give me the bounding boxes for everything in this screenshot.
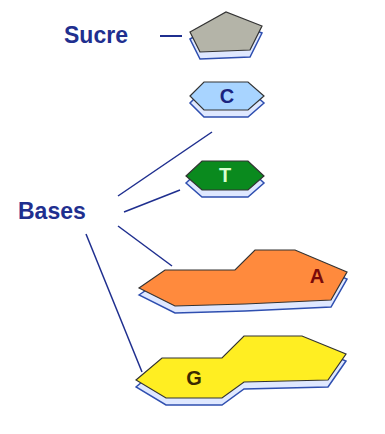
base-letter: C [220, 86, 234, 106]
leader-line [86, 234, 142, 372]
base-hexagon: T [182, 156, 268, 204]
base-letter: G [186, 368, 202, 388]
base-letter: T [219, 165, 231, 185]
shape-face [190, 82, 264, 110]
part-label: Sucre [64, 24, 128, 47]
sugar-pentagon [190, 12, 262, 59]
shape-face [136, 336, 346, 398]
base-letter: A [310, 266, 324, 286]
base-hexagon: C [186, 78, 268, 124]
base-double-ring: A [135, 244, 355, 320]
part-label: Bases [18, 200, 86, 223]
shape-face [139, 250, 347, 306]
leader-line [124, 190, 180, 212]
shape-outline [132, 328, 354, 414]
leader-line [160, 35, 182, 37]
leader-line [118, 226, 172, 266]
base-double-ring: G [132, 328, 354, 414]
shape-face [186, 161, 264, 190]
